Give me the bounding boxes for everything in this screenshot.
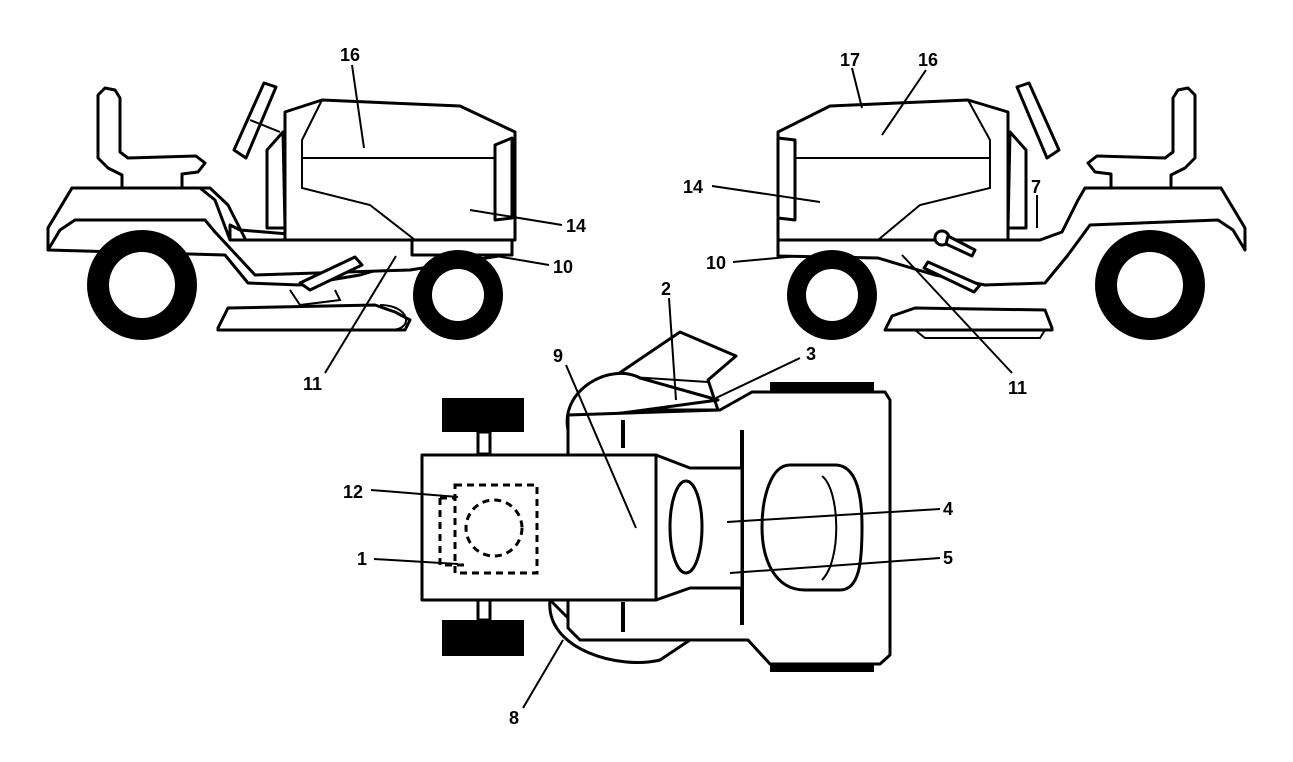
rear-right-tire-top xyxy=(442,620,524,656)
hood xyxy=(283,98,517,242)
callout-1-top: 1 xyxy=(357,549,367,569)
steering-wheel-top xyxy=(760,463,864,592)
seat xyxy=(96,86,207,190)
callout-5-top: 5 xyxy=(943,548,953,568)
top-view-leader-lines xyxy=(370,297,941,709)
left-view-callouts: 16 14 10 11 xyxy=(303,45,586,394)
mower-deck-top xyxy=(565,372,720,432)
callout-10-right: 10 xyxy=(706,253,726,273)
tractor-top-view xyxy=(420,330,892,672)
callout-9-top: 9 xyxy=(553,346,563,366)
callout-2-top: 2 xyxy=(661,279,671,299)
callout-17-right: 17 xyxy=(840,50,860,70)
rear-left-tire-top xyxy=(442,398,524,432)
callout-14-left: 14 xyxy=(566,216,586,236)
rear-body-top xyxy=(420,453,658,602)
right-view-callouts: 17 16 14 7 10 11 xyxy=(683,50,1041,398)
decal-area-12 xyxy=(453,483,539,575)
callout-11-left: 11 xyxy=(303,374,322,394)
tractor-right-side-view xyxy=(776,81,1247,340)
tractor-left-side-view xyxy=(46,81,517,340)
right-view-leader-lines xyxy=(711,67,1038,374)
callout-14-right: 14 xyxy=(683,177,703,197)
callout-3-top: 3 xyxy=(806,344,816,364)
steering-wheel xyxy=(232,81,278,160)
hood-right xyxy=(776,98,1010,242)
steering-column xyxy=(265,130,287,230)
top-view-callouts: 2 3 9 12 1 4 5 8 xyxy=(343,279,953,728)
callout-16-left: 16 xyxy=(340,45,360,65)
mower-deck xyxy=(216,303,412,332)
callout-12-top: 12 xyxy=(343,482,363,502)
callout-4-top: 4 xyxy=(943,499,953,519)
callout-7-right: 7 xyxy=(1031,177,1041,197)
callout-10-left: 10 xyxy=(553,257,573,277)
left-view-leader-lines xyxy=(324,64,563,374)
mower-deck-right xyxy=(883,306,1054,332)
callout-8-top: 8 xyxy=(509,708,519,728)
callout-16-right: 16 xyxy=(918,50,938,70)
callout-11-right: 11 xyxy=(1008,378,1027,398)
seat-right xyxy=(1086,86,1197,190)
